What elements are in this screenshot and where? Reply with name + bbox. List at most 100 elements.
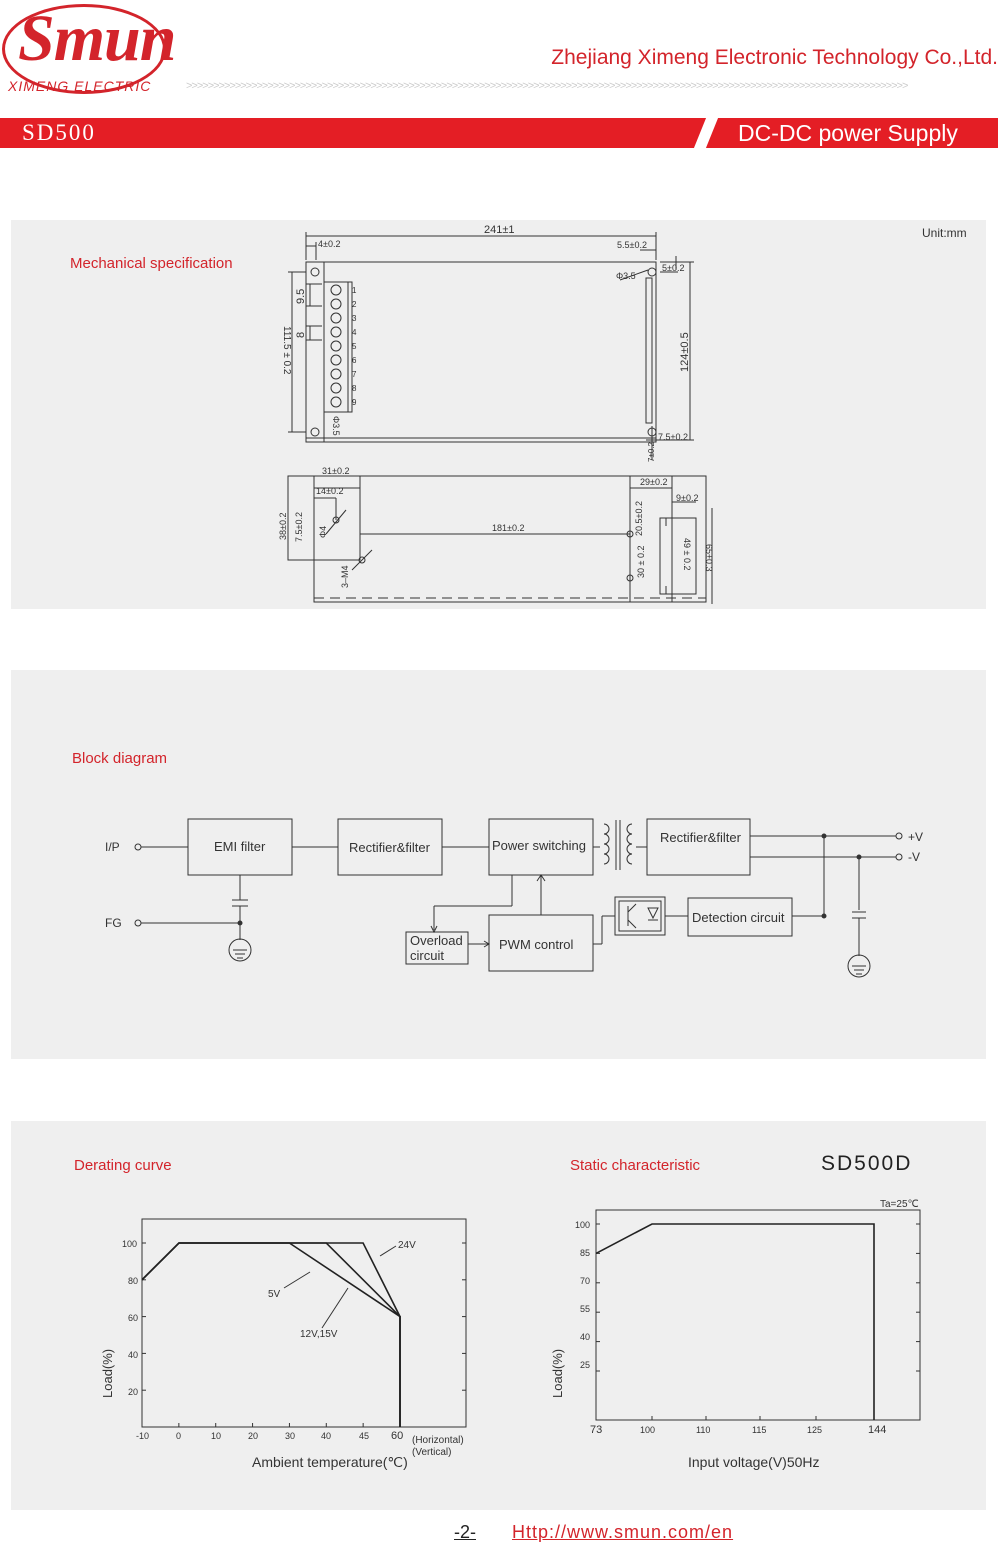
der-ytick-80: 80 bbox=[128, 1276, 138, 1286]
der-ytick-100: 100 bbox=[122, 1239, 137, 1249]
unit-label: Unit:mm bbox=[922, 226, 967, 240]
derating-series-0 bbox=[141, 1242, 401, 1427]
label-24v: 24V bbox=[398, 1240, 416, 1251]
dim-top-gap: 5±0.2 bbox=[662, 263, 684, 273]
der-xtick-m10: -10 bbox=[136, 1431, 149, 1441]
curve-charts: -10 0 10 20 30 40 45 60 100 80 60 40 20 … bbox=[100, 1199, 921, 1470]
st-ytick-70: 70 bbox=[580, 1276, 590, 1286]
dim-w29: 29±0.2 bbox=[640, 477, 667, 487]
pointer-12v bbox=[321, 1287, 349, 1329]
der-xtick-20: 20 bbox=[248, 1431, 258, 1441]
der-xtick-0: 0 bbox=[176, 1431, 181, 1441]
st-ytick-55: 55 bbox=[580, 1304, 590, 1314]
block-diagram: I/P FG EMI filter Rectifier&filter Power… bbox=[105, 818, 923, 978]
st-xtick-144: 144 bbox=[868, 1424, 886, 1436]
mechanical-panel bbox=[11, 220, 986, 609]
der-ytick-40: 40 bbox=[128, 1350, 138, 1360]
der-xlabel: Ambient temperature(℃) bbox=[252, 1454, 408, 1470]
block-diagram-title: Block diagram bbox=[72, 750, 168, 767]
dim-w14: 14±0.2 bbox=[316, 486, 343, 496]
terminal-8: 8 bbox=[352, 384, 357, 393]
model-name: SD500 bbox=[22, 120, 96, 145]
der-ytick-20: 20 bbox=[128, 1387, 138, 1397]
der-xtick-30: 30 bbox=[285, 1431, 295, 1441]
terminal-5: 5 bbox=[352, 342, 357, 351]
dim-pitch-1: 9.5 bbox=[295, 289, 307, 304]
derating-frame bbox=[141, 1218, 467, 1428]
dim-m4: 3–M4 bbox=[340, 565, 350, 588]
st-xtick-125: 125 bbox=[807, 1425, 822, 1435]
overload-label-2: circuit bbox=[410, 948, 444, 963]
vplus-label: +V bbox=[908, 830, 923, 844]
ip-label: I/P bbox=[105, 840, 120, 854]
optocoupler-box bbox=[614, 896, 666, 936]
der-ylabel: Load(%) bbox=[100, 1349, 115, 1398]
dim-phi4: Φ4 bbox=[318, 526, 328, 538]
detection-circuit-label: Detection circuit bbox=[692, 910, 785, 925]
dim-bottom-gap: 7.5±0.2 bbox=[658, 432, 688, 442]
terminal-2: 2 bbox=[352, 300, 357, 309]
dim-h75: 7.5±0.2 bbox=[294, 512, 304, 542]
label-vertical: (Vertical) bbox=[412, 1447, 451, 1458]
page-number: -2- bbox=[454, 1522, 476, 1542]
dim-pitch-2: 8 bbox=[295, 332, 307, 338]
rectifier-label-1: Rectifier&filter bbox=[349, 840, 431, 855]
product-name: DC-DC power Supply bbox=[738, 120, 958, 146]
mechanical-drawing: 1 2 3 4 5 6 7 8 9 241±1 4±0.2 5.5±0.2 Φ3… bbox=[278, 224, 714, 604]
website-link[interactable]: Http://www.smun.com/en bbox=[512, 1522, 734, 1542]
dim-hole-dia: Φ3.5 bbox=[616, 271, 636, 281]
der-xtick-10: 10 bbox=[211, 1431, 221, 1441]
dim-h65: 65±0.3 bbox=[704, 544, 714, 571]
dim-overall-length: 241±1 bbox=[484, 224, 515, 236]
logo-subtitle: XIMENG ELECTRIC bbox=[8, 78, 152, 94]
static-series-0 bbox=[595, 1223, 875, 1420]
static-frame bbox=[595, 1209, 921, 1421]
dim-left-offset: 4±0.2 bbox=[318, 239, 340, 249]
company-name: Zhejiang Ximeng Electronic Technology Co… bbox=[551, 46, 998, 69]
detection-circuit-box bbox=[687, 897, 793, 937]
terminal-7: 7 bbox=[352, 370, 357, 379]
logo-oval bbox=[2, 4, 166, 94]
derating-series-2 bbox=[141, 1242, 401, 1427]
dim-bottom-hole: Φ3.5 bbox=[331, 416, 341, 436]
dim-w31: 31±0.2 bbox=[322, 466, 349, 476]
rectifier-label-2: Rectifier&filter bbox=[660, 830, 742, 845]
terminal-3: 3 bbox=[352, 314, 357, 323]
pwm-control-label: PWM control bbox=[499, 937, 574, 952]
der-xtick-40: 40 bbox=[321, 1431, 331, 1441]
fg-label: FG bbox=[105, 916, 122, 930]
static-title: Static characteristic bbox=[570, 1157, 701, 1174]
overload-circuit-box bbox=[405, 931, 469, 965]
label-horizontal: (Horizontal) bbox=[412, 1435, 464, 1446]
vminus-label: -V bbox=[908, 850, 920, 864]
label-5v: 5V bbox=[268, 1289, 281, 1300]
dim-len181: 181±0.2 bbox=[492, 523, 524, 533]
label-12v15v: 12V,15V bbox=[300, 1329, 338, 1340]
power-switching-label: Power switching bbox=[492, 838, 586, 853]
terminal-1: 1 bbox=[352, 286, 357, 295]
pointer-5v bbox=[283, 1271, 311, 1289]
st-ylabel: Load(%) bbox=[550, 1349, 565, 1398]
dim-h38: 38±0.2 bbox=[278, 513, 288, 540]
st-xtick-110: 110 bbox=[696, 1425, 710, 1435]
dim-right-height: 124±0.5 bbox=[679, 332, 691, 372]
overload-label-1: Overload bbox=[410, 933, 463, 948]
static-model: SD500D bbox=[821, 1152, 913, 1175]
der-ytick-60: 60 bbox=[128, 1313, 138, 1323]
st-ytick-25: 25 bbox=[580, 1360, 590, 1370]
dim-w9: 9±0.2 bbox=[676, 493, 698, 503]
st-xtick-73: 73 bbox=[590, 1424, 602, 1436]
pointer-24v bbox=[379, 1245, 397, 1257]
st-ytick-40: 40 bbox=[580, 1332, 590, 1342]
mechanical-title: Mechanical specification bbox=[70, 255, 233, 272]
st-xtick-115: 115 bbox=[752, 1425, 766, 1435]
dim-h30: 30 ± 0.2 bbox=[636, 546, 646, 578]
logo-text: Smun bbox=[18, 2, 176, 75]
dim-h205: 20.5±0.2 bbox=[634, 501, 644, 536]
rectifier-box-2 bbox=[646, 818, 751, 876]
der-xtick-45: 45 bbox=[359, 1431, 369, 1441]
ta-label: Ta=25℃ bbox=[880, 1199, 919, 1210]
dim-bottom-small: 7±0.2 bbox=[647, 441, 656, 462]
terminal-6: 6 bbox=[352, 356, 357, 365]
emi-filter-label: EMI filter bbox=[214, 839, 266, 854]
